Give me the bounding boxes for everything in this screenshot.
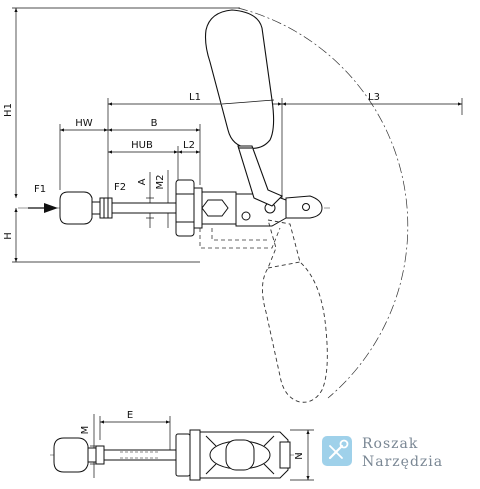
label-hub: HUB	[131, 140, 153, 151]
label-l3: L3	[368, 92, 380, 103]
label-a: A	[137, 178, 148, 185]
brand-logo: Roszak Narzędzia	[322, 436, 443, 470]
label-m2: M2	[155, 175, 166, 190]
label-f2: F2	[114, 182, 126, 193]
force-arrow-f1	[28, 203, 58, 213]
label-e: E	[127, 410, 133, 421]
label-l2: L2	[183, 140, 195, 151]
label-l1: L1	[189, 92, 201, 103]
label-n: N	[294, 452, 305, 459]
top-view: E M N	[50, 410, 314, 481]
label-b: B	[151, 118, 158, 129]
plunger-knob	[59, 191, 113, 225]
label-hw: HW	[75, 118, 93, 129]
base-dashed-outline	[199, 227, 281, 249]
base-plate	[285, 195, 323, 219]
brand-line-2: Narzędzia	[362, 454, 443, 470]
label-m: M	[80, 426, 91, 435]
label-h1: H1	[3, 103, 14, 117]
mounting-nuts	[175, 179, 203, 237]
handle-open-dashed	[262, 219, 328, 403]
handle-closed	[204, 9, 283, 207]
label-h: H	[3, 232, 14, 240]
main-view: H1 H L1 L3 HW B HUB L2 F1 F2 A M2	[3, 7, 463, 403]
plunger-rod	[111, 202, 177, 214]
handle-sweep-arc	[237, 7, 409, 399]
brand-line-1: Roszak	[362, 436, 418, 452]
label-f1: F1	[34, 184, 46, 195]
wrench-screwdriver-icon	[322, 436, 352, 466]
